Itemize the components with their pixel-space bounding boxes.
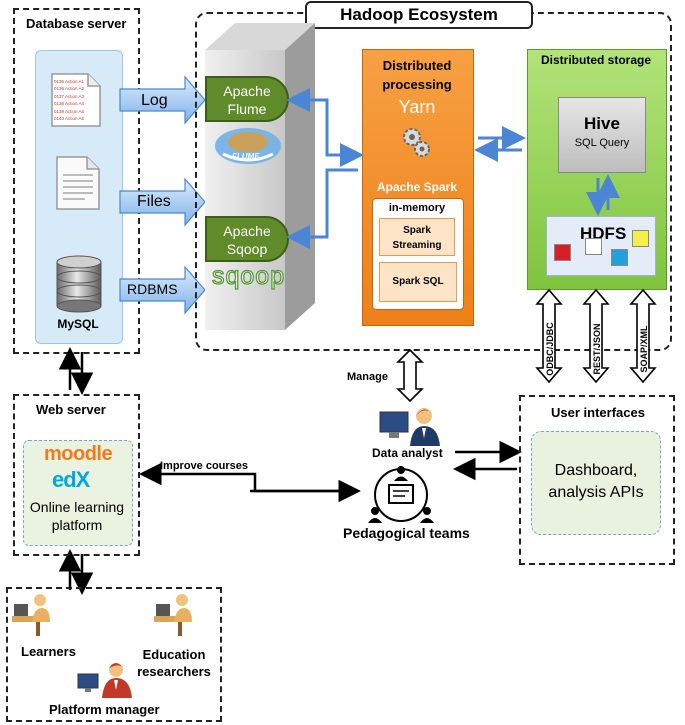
hive-label: Hive [584, 114, 620, 133]
researchers-label: Education researchers [128, 646, 220, 680]
soap-label: SOAP/XML [639, 325, 649, 373]
log-line: 0138 Action A4 [54, 101, 85, 107]
pedagogical-teams-icon [368, 466, 434, 523]
web-server-box [13, 394, 140, 556]
platform-manager-icon [77, 663, 132, 698]
spark-streaming-box: Spark Streaming [379, 218, 455, 256]
sqoop-label-line2: Sqoop [226, 241, 268, 257]
sqoop-logo-text: sqoop [211, 261, 286, 290]
processing-title-line2: processing [382, 77, 452, 92]
rest-label: REST/JSON [592, 323, 602, 375]
spark-streaming-line1: Spark [403, 225, 431, 236]
hadoop-title: Hadoop Ecosystem [305, 1, 533, 29]
manage-label: Manage [347, 371, 388, 383]
database-server-title: Database server [26, 16, 127, 31]
log-line: 0139 Action A5 [54, 108, 85, 114]
researchers-line2: researchers [137, 664, 211, 679]
distributed-storage-title: Distributed storage [540, 53, 651, 67]
spark-sql-box: Spark SQL [379, 262, 457, 302]
learners-label: Learners [21, 644, 76, 659]
dashboard-line1: Dashboard, [554, 462, 638, 479]
rdbms-arrow-label: RDBMS [127, 281, 178, 297]
moodle-logo: moodle [44, 443, 113, 465]
hive-sub-label: SQL Query [574, 137, 630, 149]
odbc-label: ODBC/JDBC [545, 322, 555, 376]
rest-arrow [582, 288, 610, 384]
odbc-arrow [535, 288, 563, 384]
platform-label-line1: Online learning [29, 499, 125, 515]
processing-title-line1: Distributed [382, 58, 452, 73]
hdfs-block-red [554, 244, 571, 261]
log-lines: 0135 Action A1 0136 Action A2 0137 Actio… [54, 78, 84, 122]
database-icon [56, 255, 102, 313]
pedagogical-teams-label: Pedagogical teams [343, 525, 470, 541]
apache-flume-box: Apache Flume [205, 76, 289, 122]
soap-arrow [629, 288, 657, 384]
researchers-line1: Education [142, 647, 206, 662]
log-arrow-label: Log [141, 92, 168, 109]
platform-label-line2: platform [51, 517, 103, 533]
hdfs-block-blue [611, 249, 628, 266]
files-arrow-label: Files [137, 193, 171, 210]
log-line: 0135 Action A1 [54, 79, 85, 84]
users-box [6, 587, 222, 722]
data-analyst-icon [379, 408, 440, 446]
document-icon [56, 156, 100, 210]
user-interfaces-box [519, 395, 675, 565]
web-server-title: Web server [36, 402, 106, 417]
improve-courses-label: Improve courses [160, 460, 249, 472]
hdfs-block-white [585, 238, 602, 255]
log-line: 0137 Action A3 [54, 93, 85, 99]
learner-icon [12, 594, 50, 636]
gears-icon [403, 128, 430, 157]
manage-arrow [396, 348, 424, 403]
flume-label-line2: Flume [227, 101, 267, 117]
mysql-label: MySQL [57, 317, 99, 331]
hdfs-block-yellow [632, 230, 649, 247]
flume-logo-text: FLUME [232, 152, 260, 161]
user-interfaces-title: User interfaces [551, 405, 645, 420]
researcher-icon [154, 594, 192, 636]
hive-box: Hive SQL Query [558, 97, 646, 173]
log-line: 0140 Action A6 [54, 116, 85, 122]
data-analyst-label: Data analyst [372, 446, 443, 460]
dashboard-panel: Dashboard, analysis APIs [531, 431, 661, 535]
platform-label: Online learning platform [23, 498, 131, 534]
spark-streaming-line2: Streaming [392, 240, 442, 251]
apache-spark-title: Apache Spark [376, 180, 458, 194]
flume-logo-icon [215, 128, 281, 164]
inmemory-label: in-memory [388, 202, 446, 214]
apache-sqoop-box: Apache Sqoop [205, 216, 289, 262]
yarn-label: Yarn [398, 97, 436, 117]
flume-label-line1: Apache [223, 83, 271, 99]
edx-logo: edX [52, 467, 90, 492]
sqoop-label-line1: Apache [223, 223, 271, 239]
platform-manager-label: Platform manager [49, 702, 160, 717]
platform-panel [23, 440, 133, 546]
log-line: 0136 Action A2 [54, 86, 85, 92]
log-file-icon [51, 73, 101, 127]
dashboard-line2: analysis APIs [548, 484, 644, 501]
